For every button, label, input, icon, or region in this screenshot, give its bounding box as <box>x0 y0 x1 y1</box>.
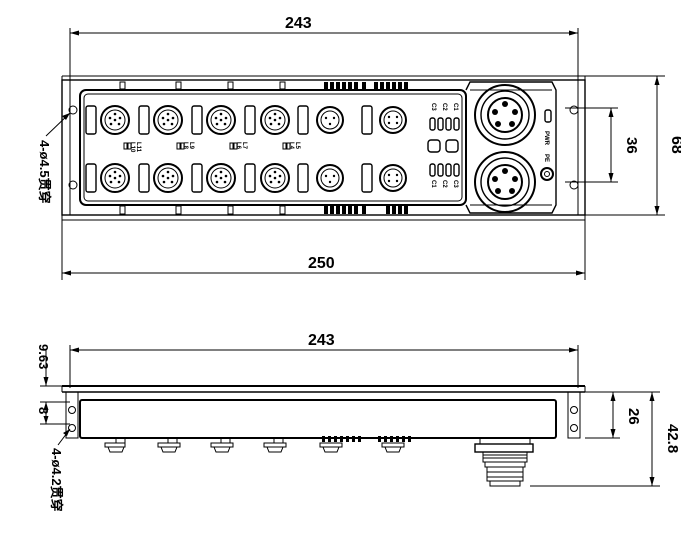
mounting-hole <box>570 406 578 414</box>
mounting-hole <box>68 180 78 190</box>
bottom-vent-slots <box>324 206 408 214</box>
hole-note: 4-ø4.5贯穿 <box>37 140 52 204</box>
m12-connector <box>153 163 183 193</box>
led-label: C1 <box>452 103 458 111</box>
bus-connector <box>379 106 407 134</box>
port-label: L4 <box>288 142 294 150</box>
hole-callout-top: 4-ø4.5贯穿 <box>37 112 71 204</box>
top-rail-markers <box>119 81 408 90</box>
hole-callout-side: 4-ø4.2贯穿 <box>49 428 71 512</box>
dim-side-right: 26 42.8 <box>530 391 681 487</box>
side-connector <box>319 442 343 453</box>
dim-label-36: 36 <box>623 137 640 154</box>
led-label: C2 <box>441 180 447 188</box>
m12-connector <box>260 163 290 193</box>
dim-top-height-36: 36 <box>565 107 640 183</box>
dim-label-250: 250 <box>308 255 335 272</box>
dim-label-8: 8 <box>36 407 51 414</box>
m12-connector <box>100 163 130 193</box>
side-body <box>79 399 557 439</box>
mounting-plate <box>61 75 586 221</box>
dim-label-68: 68 <box>668 136 681 154</box>
led-label: C3 <box>452 180 458 188</box>
mounting-hole <box>570 424 578 432</box>
side-plate <box>61 385 586 439</box>
top-vent-slots <box>324 82 408 89</box>
port-label: L8 <box>182 142 188 150</box>
led-labels-top: C3 C2 C1 <box>430 103 458 111</box>
dim-label-26: 26 <box>625 408 642 425</box>
m12-connector <box>260 105 290 135</box>
mounting-hole <box>569 180 579 190</box>
status-led-panel: C3 C2 C1 C1 C2 C3 <box>427 103 460 188</box>
mounting-hole <box>68 424 76 432</box>
indicators: PWR PE <box>540 109 554 181</box>
dim-side-left: 9.63 8 <box>36 344 70 425</box>
port-labels: L11 L10 L9 L8 L7 L6 L5 L4 <box>123 142 300 153</box>
port-label: L7 <box>241 142 247 150</box>
mounting-holes-top <box>68 105 579 190</box>
side-connectors <box>104 436 534 487</box>
dim-side-width-243: 243 <box>69 332 579 388</box>
pe-screw-icon <box>540 167 554 181</box>
side-connector <box>104 437 126 453</box>
power-connectors <box>474 84 536 213</box>
dim-label-42-8: 42.8 <box>664 424 681 453</box>
m12-connectors <box>100 105 407 193</box>
power-connector-in <box>474 84 536 146</box>
led-label: C3 <box>430 103 436 111</box>
m12-connector <box>153 105 183 135</box>
side-connector <box>381 442 405 453</box>
led-label: C1 <box>430 180 436 188</box>
dim-label-9-63: 9.63 <box>36 344 51 369</box>
port-label: L11 <box>135 142 141 153</box>
mounting-hole <box>68 105 78 115</box>
mounting-hole <box>68 406 76 414</box>
dim-label-243: 243 <box>285 15 312 32</box>
pwr-led <box>544 109 552 123</box>
mounting-hole <box>569 105 579 115</box>
bus-connector <box>379 164 407 192</box>
power-connector-out <box>474 151 536 213</box>
top-view: 243 250 68 36 <box>37 15 681 280</box>
dim-top-width-250: 250 <box>61 215 586 280</box>
hole-note-side: 4-ø4.2贯穿 <box>49 448 64 512</box>
label-windows <box>85 105 373 193</box>
bottom-rail-markers <box>119 205 408 215</box>
led-label: C2 <box>441 103 447 111</box>
side-connector <box>210 437 234 453</box>
side-view: 243 9.63 8 26 42.8 <box>36 332 681 512</box>
side-power-connector <box>474 437 534 487</box>
dim-top-width-243: 243 <box>69 15 579 80</box>
dim-label-243-side: 243 <box>308 332 335 349</box>
port-label: L9 <box>188 142 194 150</box>
side-connector <box>157 437 181 453</box>
port-label: L5 <box>294 142 300 150</box>
m8-connector <box>316 164 344 192</box>
pe-label: PE <box>543 154 549 162</box>
side-vent-slots <box>322 436 411 442</box>
m8-connector <box>316 106 344 134</box>
side-connector <box>263 437 287 453</box>
led-labels-bottom: C1 C2 C3 <box>430 180 458 188</box>
m12-connector <box>206 105 236 135</box>
device-body <box>79 81 557 214</box>
pwr-label: PWR <box>543 131 549 146</box>
m12-connector <box>100 105 130 135</box>
m12-connector <box>206 163 236 193</box>
dim-top-height-68: 68 <box>580 75 681 216</box>
port-label: L6 <box>235 142 241 150</box>
port-label: L10 <box>129 142 135 153</box>
